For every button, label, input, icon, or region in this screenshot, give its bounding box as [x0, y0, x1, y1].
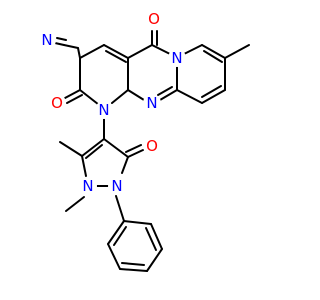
bond: [127, 44, 153, 59]
bond: [79, 44, 105, 59]
bond: [150, 223, 163, 250]
atom-label: N: [98, 101, 109, 119]
atom-label: N: [111, 177, 122, 195]
atom-label: O: [146, 137, 158, 155]
bond: [63, 44, 79, 49]
bond: [127, 149, 144, 158]
atom-n-ring-left: N: [95, 101, 113, 119]
bond: [65, 196, 85, 212]
bond: [81, 138, 105, 157]
bond: [113, 226, 127, 246]
atom-o-pyrazolone: O: [143, 137, 161, 155]
bond: [107, 220, 125, 245]
atom-n-pyrazole-2: N: [79, 177, 97, 195]
bond: [145, 227, 157, 251]
bond: [115, 195, 125, 222]
atom-n-ring-right: N: [168, 49, 186, 67]
bond: [176, 89, 203, 104]
bond: [146, 248, 163, 272]
bond: [121, 262, 145, 266]
bond: [119, 268, 148, 272]
bond: [224, 44, 250, 59]
atom-label: N: [82, 177, 93, 195]
atom-label: N: [146, 94, 157, 112]
bond: [151, 44, 171, 55]
bond: [103, 138, 129, 158]
bond: [157, 86, 173, 96]
atom-label: N: [171, 49, 182, 67]
bond: [123, 220, 152, 225]
bond: [121, 156, 129, 174]
bond: [103, 44, 129, 59]
bond: [159, 89, 178, 101]
bond: [203, 50, 223, 63]
atom-label: O: [148, 10, 160, 28]
atom-n-pyrazole-1: N: [108, 177, 126, 195]
bond: [201, 44, 226, 59]
bond: [59, 141, 83, 157]
atom-label-layer: N O O N N N O N: [38, 10, 186, 195]
bond: [81, 155, 87, 177]
atom-n-cyano: N: [38, 31, 56, 49]
bond: [54, 42, 65, 46]
bond: [201, 85, 222, 98]
bond: [107, 243, 121, 270]
bond: [111, 89, 129, 104]
bond: [127, 89, 145, 101]
atom-label: O: [51, 94, 63, 112]
bond-layer: [54, 30, 250, 272]
atom-label: N: [41, 31, 52, 49]
bond: [105, 50, 127, 63]
molecule-structure-diagram: N O O N N N O N: [38, 10, 250, 272]
atom-n-ring-mid: N: [143, 94, 161, 112]
bond: [201, 89, 226, 104]
bond: [77, 47, 81, 59]
bond: [64, 89, 81, 99]
bond: [85, 144, 103, 159]
atom-o-left: O: [48, 94, 66, 112]
bond: [183, 44, 203, 55]
bond: [66, 94, 83, 104]
bond: [56, 37, 67, 41]
bond: [125, 144, 142, 153]
atom-o-top: O: [145, 10, 163, 28]
